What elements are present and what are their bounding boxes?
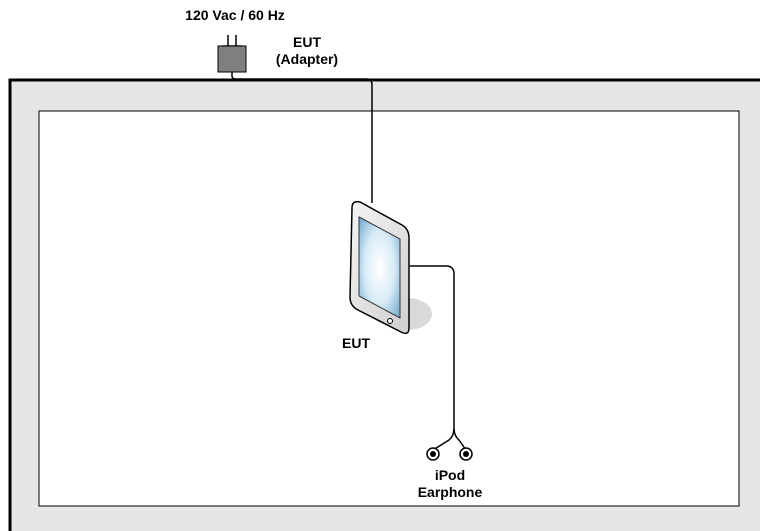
earphone-label: iPod Earphone — [400, 467, 500, 501]
earphone-label-line1: iPod — [400, 467, 500, 484]
adapter-plug-icon — [218, 35, 246, 72]
earphone-label-line2: Earphone — [400, 484, 500, 501]
power-source-label: 120 Vac / 60 Hz — [160, 7, 310, 24]
adapter-label-line2: (Adapter) — [262, 51, 352, 68]
eut-label: EUT — [326, 335, 386, 352]
adapter-label: EUT (Adapter) — [262, 34, 352, 68]
adapter-label-line1: EUT — [262, 34, 352, 51]
